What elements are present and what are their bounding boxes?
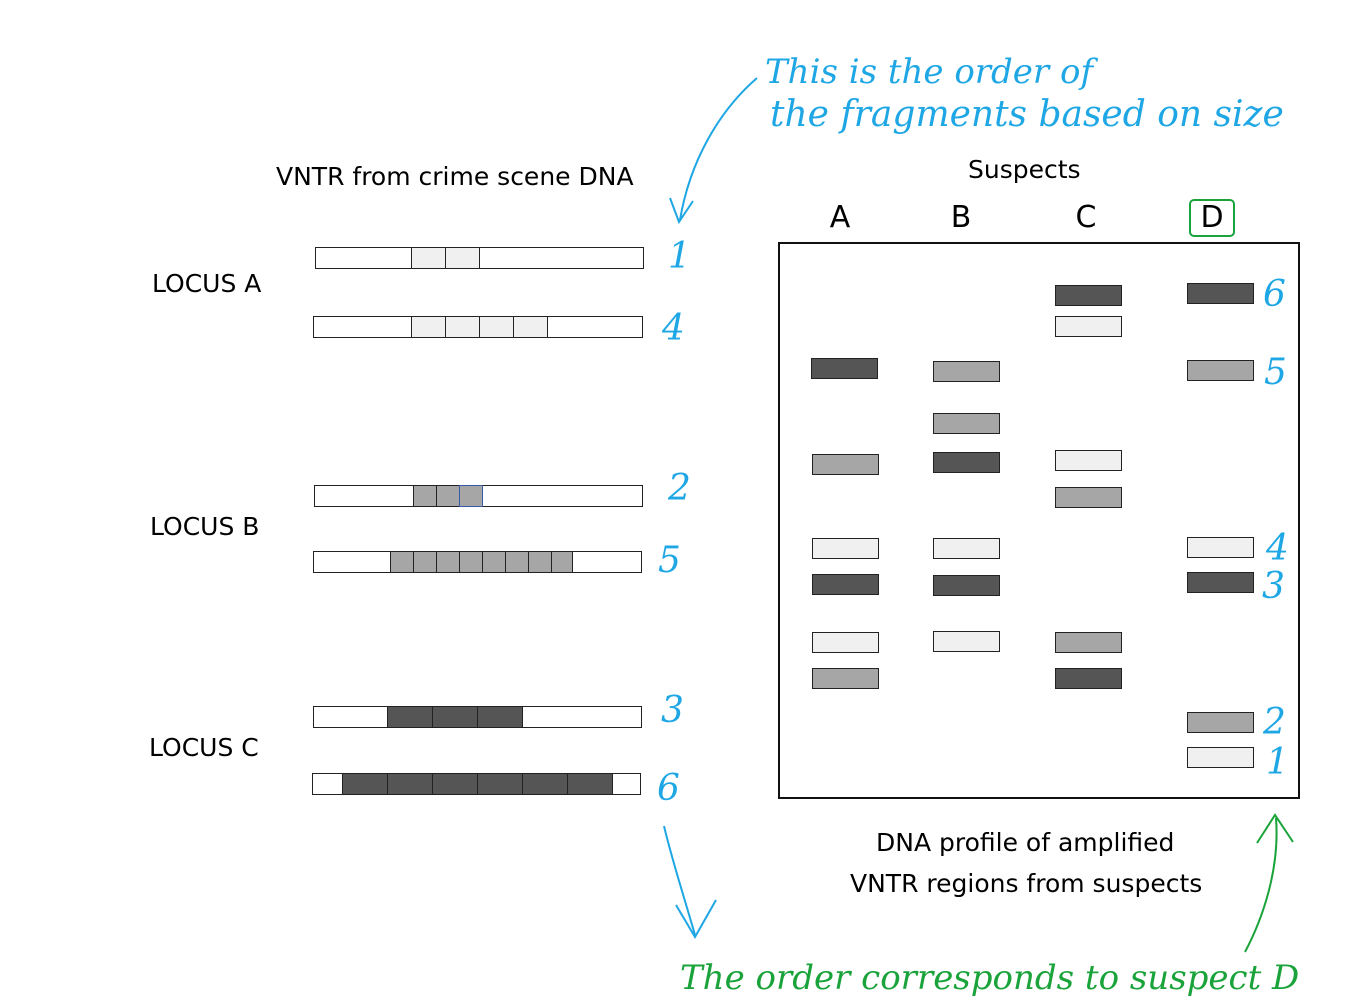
- gel-band: [812, 632, 879, 653]
- arrow-head-top: [669, 197, 694, 225]
- d-order-number: 1: [1266, 742, 1289, 783]
- locus-c-fragment-1: [313, 705, 642, 728]
- gel-band: [933, 538, 1000, 559]
- order-number-locus-b-1: 2: [668, 468, 691, 509]
- gel-band: [1187, 712, 1254, 733]
- order-number-locus-c-2: 6: [657, 768, 680, 809]
- arrow-to-fragment-1: [679, 77, 758, 221]
- gel-caption-line2: VNTR regions from suspects: [850, 869, 1203, 898]
- gel-band: [812, 668, 879, 689]
- repeat-unit: [551, 550, 573, 573]
- gel-band: [1055, 487, 1122, 508]
- gel-band: [1187, 360, 1254, 381]
- repeat-unit: [513, 315, 548, 338]
- suspect-d-highlight-box: [1189, 199, 1235, 237]
- d-order-number: 4: [1266, 528, 1289, 569]
- locus-c-fragment-2: [312, 772, 641, 795]
- repeat-unit: [477, 705, 523, 728]
- locus-b-label: LOCUS B: [150, 512, 260, 541]
- d-order-number: 6: [1263, 274, 1286, 315]
- gel-band: [812, 574, 879, 595]
- gel-profile: [778, 242, 1300, 799]
- arrow-up-to-gel: [1244, 817, 1278, 953]
- gel-band: [1187, 747, 1254, 768]
- gel-band: [933, 575, 1000, 596]
- gel-band: [1055, 450, 1122, 471]
- gel-band: [933, 413, 1000, 434]
- gel-band: [1187, 283, 1254, 304]
- gel-band: [1055, 316, 1122, 337]
- locus-b-fragment-1: [314, 484, 643, 507]
- repeat-unit: [459, 484, 483, 507]
- order-number-locus-a-1: 1: [668, 236, 691, 277]
- annotation-order-line1: This is the order of: [765, 52, 1094, 92]
- gel-band: [1055, 285, 1122, 306]
- gel-band: [1055, 632, 1122, 653]
- arrow-head-bottom: [675, 899, 717, 939]
- order-number-locus-c-1: 3: [661, 690, 684, 731]
- repeat-unit: [567, 772, 613, 795]
- locus-a-fragment-1: [315, 246, 644, 269]
- annotation-suspect-d: The order corresponds to suspect D: [680, 958, 1300, 998]
- gel-band: [1055, 668, 1122, 689]
- gel-band: [933, 361, 1000, 382]
- locus-c-label: LOCUS C: [149, 733, 259, 762]
- order-number-locus-a-2: 4: [662, 308, 685, 349]
- arrow-down-from-6: [663, 825, 696, 936]
- annotation-order-line2: the fragments based on size: [770, 94, 1284, 135]
- gel-band: [1187, 572, 1254, 593]
- gel-band: [812, 454, 879, 475]
- gel-band: [933, 631, 1000, 652]
- d-order-number: 2: [1263, 702, 1286, 743]
- locus-a-label: LOCUS A: [152, 269, 262, 298]
- order-number-locus-b-2: 5: [658, 540, 681, 581]
- lane-label-d: D: [1200, 200, 1224, 235]
- lane-label-a: A: [829, 200, 851, 235]
- gel-band: [811, 358, 878, 379]
- suspects-title: Suspects: [968, 155, 1081, 184]
- gel-caption-line1: DNA profile of amplified: [876, 828, 1175, 857]
- arrow-head-green: [1256, 813, 1294, 844]
- gel-band: [1187, 537, 1254, 558]
- lane-label-c: C: [1075, 200, 1097, 235]
- d-order-number: 3: [1262, 566, 1285, 607]
- locus-b-fragment-2: [313, 550, 642, 573]
- lane-label-b: B: [950, 200, 972, 235]
- repeat-unit: [445, 246, 480, 269]
- gel-band: [812, 538, 879, 559]
- gel-band: [933, 452, 1000, 473]
- locus-a-fragment-2: [313, 315, 643, 338]
- d-order-number: 5: [1264, 352, 1287, 393]
- vntr-title: VNTR from crime scene DNA: [276, 162, 634, 191]
